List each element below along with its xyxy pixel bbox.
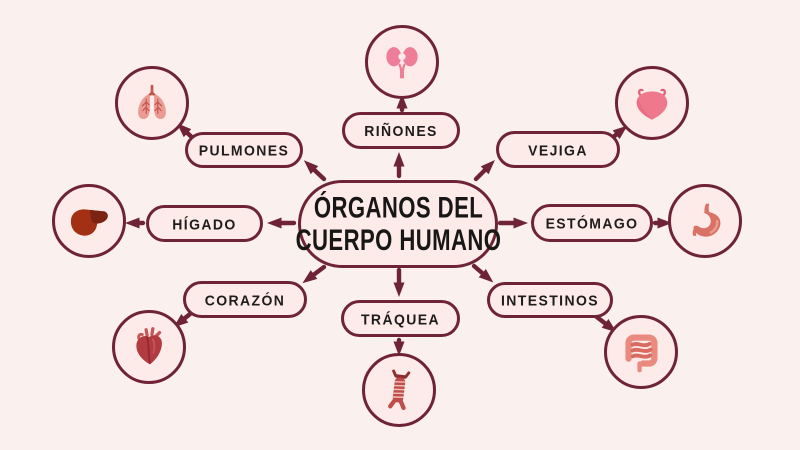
- node-traquea: TRÁQUEA: [341, 300, 460, 337]
- organ-circle-intestinos: [604, 315, 678, 389]
- node-rinones: RIÑONES: [342, 112, 460, 149]
- arrow-corazon-heart: [173, 311, 193, 328]
- node-corazon: CORAZÓN: [183, 281, 307, 318]
- node-label: RIÑONES: [364, 122, 438, 139]
- arrow-center-intestinos: [471, 263, 494, 283]
- liver-icon: [70, 209, 108, 236]
- bladder-icon: [636, 88, 668, 120]
- arrow-center-vejiga: [473, 160, 495, 182]
- heart-icon: [136, 327, 162, 365]
- node-label: PULMONES: [198, 141, 290, 159]
- organ-circle-traquea: [362, 353, 436, 427]
- organ-circle-estomago: [668, 184, 742, 258]
- organ-circle-rinones: [365, 25, 439, 99]
- node-estomago: ESTÓMAGO: [531, 204, 653, 242]
- center-node: ÓRGANOS DEL CUERPO HUMANO: [295, 180, 501, 268]
- stomach-icon: [692, 203, 721, 237]
- node-label: VEJIGA: [528, 141, 588, 158]
- node-label: TRÁQUEA: [360, 310, 441, 327]
- trachea-icon: [388, 369, 411, 411]
- organ-circle-higado: [52, 184, 126, 258]
- organ-circle-pulmones: [115, 66, 189, 140]
- node-pulmones: PULMONES: [185, 132, 303, 168]
- node-label: CORAZÓN: [204, 291, 286, 308]
- lungs-icon: [138, 84, 166, 120]
- node-label: INTESTINOS: [500, 291, 599, 309]
- kidneys-icon: [386, 47, 418, 79]
- arrow-center-corazon: [302, 264, 327, 284]
- intestines-icon: [625, 334, 658, 373]
- node-label: ESTÓMAGO: [545, 214, 639, 232]
- arrow-center-pulmones: [303, 160, 327, 182]
- node-vejiga: VEJIGA: [496, 131, 620, 168]
- node-higado: HÍGADO: [146, 205, 263, 242]
- node-intestinos: INTESTINOS: [487, 282, 613, 318]
- node-label: HÍGADO: [172, 215, 237, 232]
- center-title: ÓRGANOS DEL CUERPO HUMANO: [295, 191, 501, 257]
- organ-circle-vejiga: [615, 66, 689, 140]
- organ-circle-corazon: [112, 310, 186, 384]
